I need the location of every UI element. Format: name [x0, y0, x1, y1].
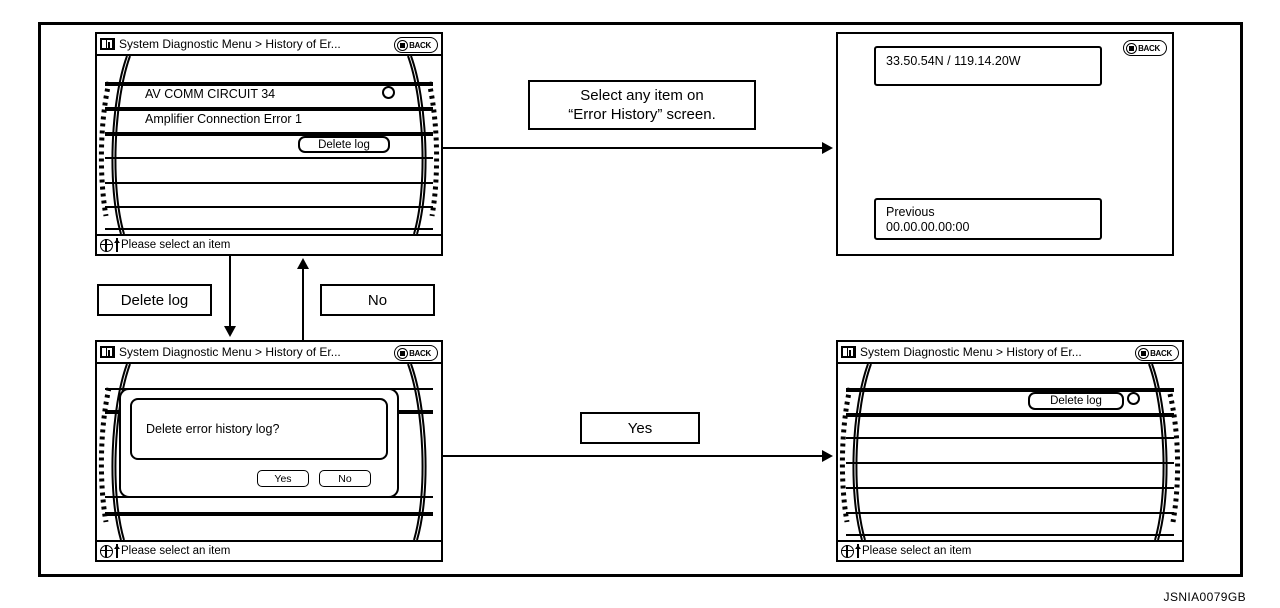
arrowhead-to-error-history	[297, 258, 309, 269]
list-item[interactable]: Amplifier Connection Error 1	[145, 112, 303, 126]
row-divider	[105, 157, 433, 159]
delete-log-button[interactable]: Delete log	[1028, 392, 1124, 410]
arrowhead-to-confirm	[224, 326, 236, 337]
left-rail-decoration	[838, 364, 872, 540]
status-text: Please select an item	[862, 545, 972, 557]
previous-label: Previous	[886, 205, 935, 219]
figure-id: JSNIA0079GB	[1163, 590, 1246, 604]
right-rail-decoration	[407, 364, 441, 540]
menu-icon	[841, 346, 856, 358]
row-divider	[105, 228, 433, 230]
row-divider	[105, 182, 433, 184]
back-button[interactable]: BACK	[394, 37, 438, 53]
back-arrow-icon	[1126, 42, 1138, 54]
back-button-label: BACK	[1138, 43, 1160, 53]
arrowhead-to-detail	[822, 142, 833, 154]
delete-log-button[interactable]: Delete log	[298, 136, 390, 153]
dialog-yes-button[interactable]: Yes	[257, 470, 309, 487]
back-button-label: BACK	[409, 40, 431, 50]
back-arrow-icon	[397, 347, 409, 359]
connector-yes	[443, 455, 824, 457]
row-divider	[846, 413, 1174, 417]
statusbar: Please select an item	[838, 540, 1182, 560]
compass-icon	[100, 544, 113, 558]
previous-box: Previous 00.00.00.00:00	[874, 198, 1102, 240]
row-divider	[105, 82, 433, 86]
page-title: System Diagnostic Menu > History of Er..…	[119, 345, 341, 359]
left-rail-decoration	[97, 364, 131, 540]
arrowhead-to-cleared	[822, 450, 833, 462]
row-divider	[846, 534, 1174, 536]
row-divider	[846, 437, 1174, 439]
compass-icon	[841, 544, 854, 558]
back-arrow-icon	[397, 39, 409, 51]
row-divider	[846, 462, 1174, 464]
back-button[interactable]: BACK	[394, 345, 438, 361]
cursor-circle-icon	[1127, 392, 1140, 405]
screen-history-cleared: System Diagnostic Menu > History of Er..…	[836, 340, 1184, 562]
statusbar: Please select an item	[97, 540, 441, 560]
flow-label-yes: Yes	[580, 412, 700, 444]
left-rail-decoration	[97, 56, 131, 234]
page-title: System Diagnostic Menu > History of Er..…	[860, 345, 1082, 359]
right-rail-decoration	[1148, 364, 1182, 540]
up-down-arrow-icon	[114, 544, 120, 558]
page-title: System Diagnostic Menu > History of Er..…	[119, 37, 341, 51]
dialog-message: Delete error history log?	[130, 398, 388, 460]
list-rows: Delete log	[838, 364, 1182, 540]
menu-icon	[100, 346, 115, 358]
row-divider	[105, 107, 433, 111]
list-item[interactable]: AV COMM CIRCUIT 34	[145, 87, 276, 101]
screen-error-history: System Diagnostic Menu > History of Er..…	[95, 32, 443, 256]
dialog-no-button[interactable]: No	[319, 470, 371, 487]
flow-label-no: No	[320, 284, 435, 316]
status-text: Please select an item	[121, 239, 231, 251]
up-down-arrow-icon	[855, 544, 861, 558]
list-rows: AV COMM CIRCUIT 34 Amplifier Connection …	[97, 56, 441, 234]
right-rail-decoration	[407, 56, 441, 234]
titlebar: System Diagnostic Menu > History of Er..…	[97, 342, 441, 364]
flow-label-line2: “Error History” screen.	[568, 106, 716, 123]
statusbar: Please select an item	[97, 234, 441, 254]
titlebar: System Diagnostic Menu > History of Er..…	[97, 34, 441, 56]
row-divider	[105, 512, 433, 516]
list-area: Delete log	[838, 364, 1182, 540]
up-down-arrow-icon	[114, 238, 120, 252]
status-text: Please select an item	[121, 545, 231, 557]
row-divider	[846, 512, 1174, 514]
back-arrow-icon	[1138, 347, 1150, 359]
menu-icon	[100, 38, 115, 50]
screen-error-detail: 33.50.54N / 119.14.20W BACK Previous 00.…	[836, 32, 1174, 256]
titlebar: System Diagnostic Menu > History of Er..…	[838, 342, 1182, 364]
row-divider	[105, 132, 433, 136]
list-area: Delete error history log? Yes No	[97, 364, 441, 540]
connector-no	[302, 268, 304, 340]
row-divider	[105, 206, 433, 208]
row-divider	[846, 487, 1174, 489]
back-button-label: BACK	[409, 348, 431, 358]
cursor-circle-icon	[382, 86, 395, 99]
previous-timestamp: 00.00.00.00:00	[886, 220, 970, 234]
confirm-dialog: Delete error history log? Yes No	[119, 388, 399, 498]
connector-select-item	[443, 147, 824, 149]
back-button-label: BACK	[1150, 348, 1172, 358]
connector-delete-log	[229, 256, 231, 328]
back-button[interactable]: BACK	[1123, 40, 1167, 56]
back-button[interactable]: BACK	[1135, 345, 1179, 361]
row-divider	[846, 388, 1174, 392]
coordinates-box: 33.50.54N / 119.14.20W	[874, 46, 1102, 86]
flow-label-delete-log: Delete log	[97, 284, 212, 316]
screen-delete-confirm: System Diagnostic Menu > History of Er..…	[95, 340, 443, 562]
flow-label-select-item: Select any item on “Error History” scree…	[528, 80, 756, 130]
figure-border	[38, 22, 1243, 577]
list-area: AV COMM CIRCUIT 34 Amplifier Connection …	[97, 56, 441, 234]
compass-icon	[100, 238, 113, 252]
flow-label-line1: Select any item on	[580, 87, 704, 104]
